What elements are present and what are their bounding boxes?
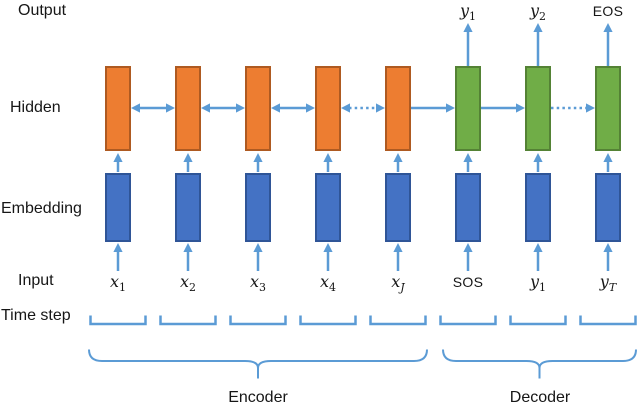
input-label-col4: x4	[319, 272, 337, 295]
hidden-connector-3-to-4-solid	[271, 103, 315, 113]
row-label-output: Output	[18, 2, 67, 19]
row-label-hidden: Hidden	[10, 99, 61, 116]
embedding-unit-col1	[105, 173, 131, 242]
input-label-col8: yT	[599, 272, 617, 295]
embedding-unit-col5	[385, 173, 411, 242]
embedding-unit-col3	[245, 173, 271, 242]
hidden-to-output-arrow-col7	[533, 23, 543, 66]
output-label-col7: y2	[529, 1, 547, 24]
time-step-bracket-col5	[369, 315, 427, 326]
input-to-embedding-arrow-col1	[113, 243, 123, 271]
input-label-col2: x2	[179, 272, 197, 295]
input-to-embedding-arrow-col5	[393, 243, 403, 271]
decoder-brace	[442, 349, 637, 379]
embedding-unit-col4	[315, 173, 341, 242]
hidden-connector-4-to-5-dotted	[341, 103, 385, 113]
output-label-col6: y1	[459, 1, 477, 24]
input-label-col6: SOS	[452, 274, 484, 290]
hidden-connector-6-to-7-solid	[481, 103, 525, 113]
embedding-unit-col6	[455, 173, 481, 242]
input-label-col3: x3	[249, 272, 267, 295]
embedding-to-hidden-arrow-col8	[603, 153, 613, 172]
embedding-to-hidden-arrow-col6	[463, 153, 473, 172]
row-label-embedding: Embedding	[1, 200, 82, 217]
encoder-label: Encoder	[228, 389, 288, 406]
time-step-bracket-col2	[159, 315, 217, 326]
embedding-to-hidden-arrow-col3	[253, 153, 263, 172]
embedding-unit-col8	[595, 173, 621, 242]
row-label-input: Input	[18, 272, 54, 289]
encoder-hidden-unit-col1	[105, 66, 131, 151]
input-to-embedding-arrow-col2	[183, 243, 193, 271]
embedding-unit-col7	[525, 173, 551, 242]
input-to-embedding-arrow-col4	[323, 243, 333, 271]
input-to-embedding-arrow-col7	[533, 243, 543, 271]
embedding-to-hidden-arrow-col5	[393, 153, 403, 172]
time-step-bracket-col8	[579, 315, 637, 326]
decoder-hidden-unit-col7	[525, 66, 551, 151]
hidden-connector-1-to-2-solid	[131, 103, 175, 113]
output-label-col8: EOS	[592, 3, 624, 19]
input-label-col7: y1	[529, 272, 547, 295]
time-step-bracket-col1	[89, 315, 147, 326]
time-step-bracket-col4	[299, 315, 357, 326]
row-label-time-step: Time step	[1, 307, 71, 324]
input-to-embedding-arrow-col3	[253, 243, 263, 271]
embedding-to-hidden-arrow-col2	[183, 153, 193, 172]
encoder-hidden-unit-col3	[245, 66, 271, 151]
decoder-label: Decoder	[509, 389, 571, 406]
embedding-to-hidden-arrow-col7	[533, 153, 543, 172]
embedding-to-hidden-arrow-col1	[113, 153, 123, 172]
encoder-brace	[88, 349, 428, 379]
hidden-to-output-arrow-col6	[463, 23, 473, 66]
encoder-hidden-unit-col2	[175, 66, 201, 151]
hidden-connector-7-to-8-dotted	[551, 103, 595, 113]
time-step-bracket-col6	[439, 315, 497, 326]
hidden-to-output-arrow-col8	[603, 23, 613, 66]
input-to-embedding-arrow-col8	[603, 243, 613, 271]
input-label-col5: xJ	[391, 272, 405, 295]
time-step-bracket-col3	[229, 315, 287, 326]
hidden-connector-5-to-6-solid	[411, 103, 455, 113]
input-to-embedding-arrow-col6	[463, 243, 473, 271]
input-label-col1: x1	[109, 272, 127, 295]
encoder-hidden-unit-col4	[315, 66, 341, 151]
encoder-hidden-unit-col5	[385, 66, 411, 151]
decoder-hidden-unit-col8	[595, 66, 621, 151]
embedding-to-hidden-arrow-col4	[323, 153, 333, 172]
time-step-bracket-col7	[509, 315, 567, 326]
hidden-connector-2-to-3-solid	[201, 103, 245, 113]
decoder-hidden-unit-col6	[455, 66, 481, 151]
embedding-unit-col2	[175, 173, 201, 242]
